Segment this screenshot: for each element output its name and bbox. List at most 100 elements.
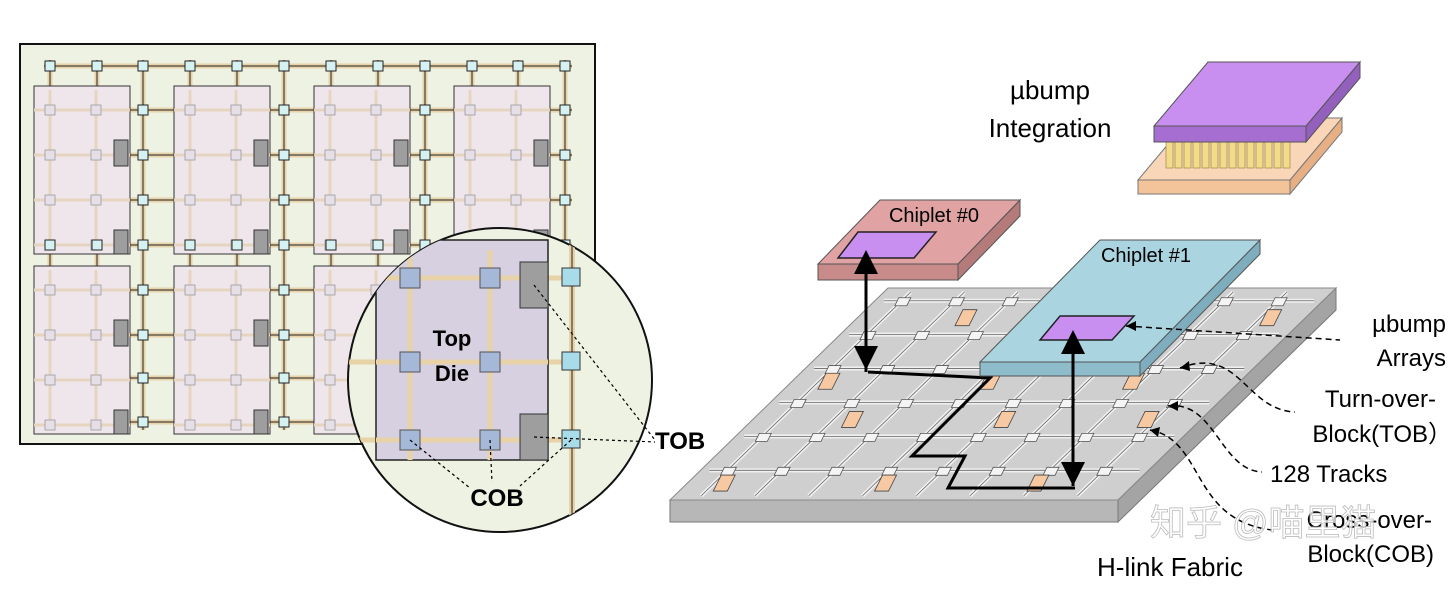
top-die-label-line2: Die [435, 361, 469, 386]
fabric-node [966, 331, 985, 341]
connection-block [113, 409, 129, 435]
tile-node [324, 374, 336, 386]
switch-node [44, 239, 56, 251]
tob-node [561, 267, 581, 287]
fabric-node [1023, 432, 1041, 442]
tile-node [324, 149, 336, 161]
switch-node [137, 416, 149, 428]
tile-node [44, 284, 56, 296]
cob-node [479, 267, 501, 289]
connection-block [113, 319, 129, 347]
tile-node [464, 104, 476, 116]
tile-node [324, 419, 336, 431]
fabric-slab-side [669, 499, 1119, 523]
ubump-pad [840, 411, 865, 428]
fabric-node [859, 331, 877, 341]
tile-node [324, 104, 336, 116]
fabric-node [934, 466, 953, 476]
tile-node [230, 419, 242, 431]
fabric-track-edge [1023, 291, 1234, 497]
switch-node [419, 149, 431, 161]
tile-node [230, 284, 242, 296]
ubump-integration-label-line1: µbump [1010, 75, 1090, 105]
chiplet-0-label: Chiplet #0 [889, 205, 979, 227]
ubump-pillar [1282, 141, 1291, 169]
tile-node [464, 149, 476, 161]
tile-node [230, 194, 242, 206]
ubump-pad [1121, 372, 1146, 390]
fabric-node [1058, 399, 1076, 408]
tile-node [90, 329, 102, 341]
ubump-pillar [1228, 141, 1237, 169]
tob-full-label-line1: Turn-over- [1325, 386, 1436, 413]
switch-node [278, 149, 290, 161]
fabric-track-edge [808, 291, 1019, 497]
switch-node [372, 239, 384, 251]
tile-node [44, 194, 56, 206]
switch-node [184, 60, 196, 72]
ubump-pad [712, 474, 736, 492]
connection-block [253, 229, 269, 255]
tile-node [324, 284, 336, 296]
ubump-pad [1136, 411, 1160, 428]
fabric-node [894, 297, 912, 307]
tile-node [510, 194, 522, 206]
switch-node [137, 194, 149, 206]
ubump-pillar [1183, 141, 1192, 169]
ubump-pillar [1219, 141, 1228, 169]
tile-node [184, 329, 196, 341]
tile-node [324, 194, 336, 206]
fabric-node [931, 365, 950, 374]
ubump-pillar [1165, 141, 1174, 169]
ubump-pillar [1174, 141, 1183, 169]
fabric-node [947, 297, 966, 307]
switch-node [372, 60, 384, 72]
ubump-pillar [1273, 141, 1282, 169]
fabric-node [1042, 466, 1060, 476]
fabric-track-edge [754, 291, 965, 497]
tile-node [510, 104, 522, 116]
connection-block [533, 139, 549, 167]
fabric-node [1077, 432, 1095, 442]
fabric-node [843, 399, 861, 408]
tile-node [90, 104, 102, 116]
switch-node [184, 239, 196, 251]
tob-node [561, 351, 581, 371]
switch-node [137, 372, 149, 384]
switch-node [278, 284, 290, 296]
watermark: 知乎 @喵里猫 [1150, 502, 1377, 543]
tile-node [44, 104, 56, 116]
fabric-node [1112, 399, 1130, 408]
fabric-node [773, 466, 791, 476]
ubump-pillars [1165, 141, 1291, 169]
connection-block [393, 229, 409, 255]
tile-node [90, 284, 102, 296]
cob-node [479, 351, 501, 373]
tile-node [324, 329, 336, 341]
ubump-pillar [1246, 141, 1255, 169]
switch-node [231, 60, 243, 72]
connection-block [253, 319, 269, 347]
cob-full-label-line2: Block(COB) [1307, 541, 1434, 568]
ubump-pillar [1264, 141, 1273, 169]
switch-node [559, 104, 571, 116]
ubump-pillar [1255, 141, 1264, 169]
fabric-label: H-link Fabric [1097, 552, 1243, 582]
switch-node [559, 149, 571, 161]
switch-node [137, 60, 149, 72]
switch-node [419, 194, 431, 206]
tile-node [230, 329, 242, 341]
ubump-pad [873, 474, 898, 492]
fabric-node [1146, 365, 1165, 374]
ubump-pillar [1201, 141, 1210, 169]
zoom-inset: Top Die TOB COB [347, 227, 705, 533]
switch-node [419, 104, 431, 116]
tile-node [184, 419, 196, 431]
switch-node [559, 60, 571, 72]
switch-node [91, 239, 103, 251]
tile-node [90, 149, 102, 161]
ubump-arrays-label-line1: µbump [1372, 311, 1446, 338]
tile-node [510, 149, 522, 161]
switch-node [137, 329, 149, 341]
tile-node [184, 194, 196, 206]
